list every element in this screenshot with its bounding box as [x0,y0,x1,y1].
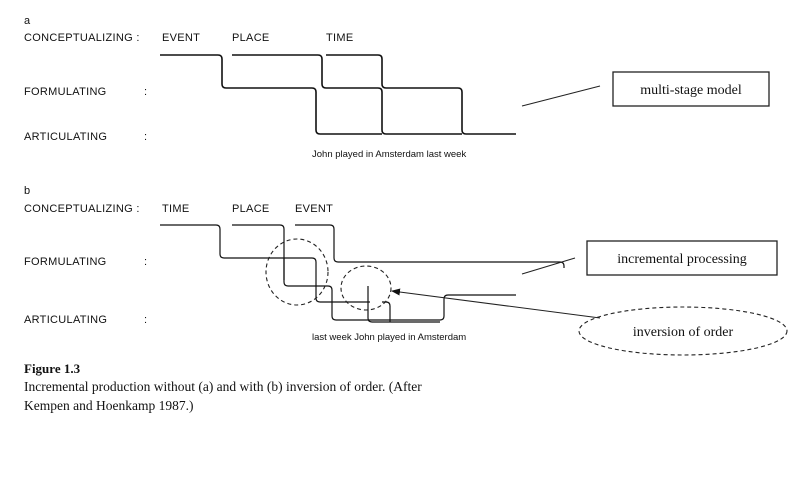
multi-stage-label: multi-stage model [640,83,742,98]
panel-b-formulating-colon: : [144,256,147,268]
panel-a-articulating-colon: : [144,131,147,143]
incremental-pointer [521,257,576,275]
panel-b-output: last week John played in Amsterdam [312,332,466,343]
multi-stage-box [612,71,770,107]
panel-a-row-formulating: FORMULATING [24,86,107,98]
panel-a-wave-event [160,54,382,135]
caption-line-2: Kempen and Hoenkamp 1987.) [24,398,193,413]
panel-a-wave-place [232,54,462,135]
panel-b-row-formulating: FORMULATING [24,256,107,268]
overlap-circle-2 [340,265,392,311]
panel-a-output: John played in Amsterdam last week [312,149,466,160]
panel-a-wave-time [326,54,516,135]
panel-b-articulating-colon: : [144,314,147,326]
panel-b-row-articulating: ARTICULATING [24,314,107,326]
panel-a-row-articulating: ARTICULATING [24,131,107,143]
incremental-label: incremental processing [617,252,746,267]
inversion-label: inversion of order [633,325,734,340]
panel-b-concept-3: EVENT [295,203,333,215]
panel-b-label: b [24,185,30,197]
panel-a-row-conceptualizing: CONCEPTUALIZING : [24,32,140,44]
panel-b-wave-place [232,224,516,321]
panel-a-concept-3: TIME [326,32,353,44]
inversion-ellipse [578,306,788,356]
caption-line-1: Incremental production without (a) and w… [24,379,422,394]
incremental-box [586,240,778,276]
multi-stage-pointer [521,85,601,107]
panel-b-wave-time [160,224,370,303]
panel-b-wave-overlap [283,258,440,323]
panel-a-concept-1: EVENT [162,32,200,44]
panel-b-row-conceptualizing: CONCEPTUALIZING : [24,203,140,215]
inversion-arrow [391,288,601,319]
panel-a-label: a [24,15,31,27]
panel-b-concept-1: TIME [162,203,189,215]
caption-title: Figure 1.3 [24,361,81,376]
overlap-circle-1 [265,238,329,306]
panel-b-wave-event [295,224,565,268]
panel-b-concept-2: PLACE [232,203,270,215]
panel-a-formulating-colon: : [144,86,147,98]
panel-a-concept-2: PLACE [232,32,270,44]
